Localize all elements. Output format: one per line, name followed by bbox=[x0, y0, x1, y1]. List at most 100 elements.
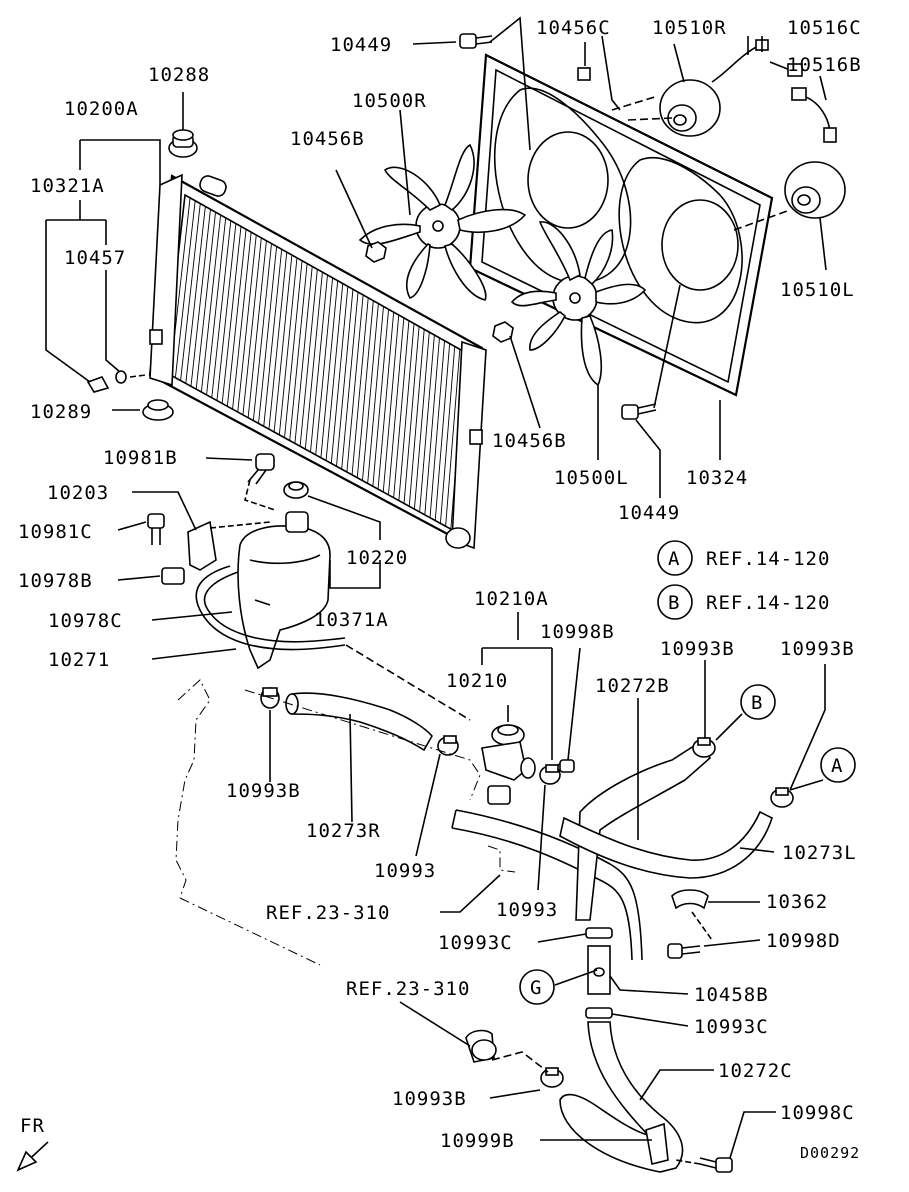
label-10998C: 10998C bbox=[780, 1102, 855, 1124]
shroud-bolt-lower bbox=[621, 403, 657, 420]
label-10362: 10362 bbox=[766, 891, 828, 913]
label-10993B-a: 10993B bbox=[660, 638, 735, 660]
engine-outline bbox=[175, 679, 516, 966]
label-10998B: 10998B bbox=[540, 621, 615, 643]
label-10272B: 10272B bbox=[595, 675, 670, 697]
upper-radiator-hose bbox=[285, 692, 433, 752]
ref-legend-text-a: REF.14-120 bbox=[706, 548, 830, 570]
label-10210: 10210 bbox=[446, 670, 508, 692]
ref-legend-mark-b: B bbox=[668, 592, 680, 614]
hose-bracket-bolt bbox=[699, 1157, 733, 1173]
hose-clip-10362 bbox=[671, 889, 709, 910]
label-10993B-b: 10993B bbox=[780, 638, 855, 660]
label-ref-23-310-b: REF.23-310 bbox=[346, 978, 470, 1000]
label-10220: 10220 bbox=[346, 547, 408, 569]
label-10273R: 10273R bbox=[306, 820, 381, 842]
label-10999B: 10999B bbox=[440, 1130, 515, 1152]
label-10993C-a: 10993C bbox=[438, 932, 513, 954]
label-10272C: 10272C bbox=[718, 1060, 793, 1082]
hose-clamp-a2 bbox=[539, 764, 561, 785]
shroud-clip bbox=[577, 67, 591, 81]
label-10449-top: 10449 bbox=[330, 34, 392, 56]
tank-bracket bbox=[187, 520, 217, 571]
hose-clamp-c1 bbox=[585, 927, 613, 939]
ref-legend-text-b: REF.14-120 bbox=[706, 592, 830, 614]
label-10200A: 10200A bbox=[64, 98, 139, 120]
drain-plug bbox=[86, 370, 127, 393]
hose-clamp-b3 bbox=[770, 787, 794, 808]
hose-bracket bbox=[645, 1122, 669, 1165]
fan-blade-right bbox=[358, 143, 527, 301]
label-10981C: 10981C bbox=[18, 521, 93, 543]
label-10273L: 10273L bbox=[782, 842, 857, 864]
hose-clip bbox=[161, 567, 185, 585]
label-10288: 10288 bbox=[148, 64, 210, 86]
hose-clamp-a1 bbox=[437, 735, 459, 756]
label-10993B-c: 10993B bbox=[226, 780, 301, 802]
label-10456C: 10456C bbox=[536, 17, 611, 39]
fan-blade-left bbox=[510, 221, 647, 387]
reference-legend: A REF.14-120 B REF.14-120 bbox=[657, 540, 830, 620]
label-10510R: 10510R bbox=[652, 17, 727, 39]
water-outlet bbox=[481, 724, 536, 805]
label-10289: 10289 bbox=[30, 401, 92, 423]
lower-hose-b bbox=[575, 740, 712, 921]
callout-a: A bbox=[831, 755, 843, 777]
label-10993-a: 10993 bbox=[374, 860, 436, 882]
callout-b: B bbox=[751, 692, 763, 714]
label-10500R: 10500R bbox=[352, 90, 427, 112]
engine-water-pipe bbox=[465, 1029, 497, 1063]
reserve-tank bbox=[237, 511, 331, 670]
tank-bolt-upper bbox=[247, 453, 275, 485]
fan-motor-left bbox=[784, 161, 846, 219]
callout-circles: B A G bbox=[519, 684, 856, 1005]
label-10371A: 10371A bbox=[314, 609, 389, 631]
label-ref-23-310-a: REF.23-310 bbox=[266, 902, 390, 924]
hose-clamp-c2 bbox=[585, 1007, 613, 1019]
label-10993C-b: 10993C bbox=[694, 1016, 769, 1038]
label-10993B-d: 10993B bbox=[392, 1088, 467, 1110]
fan-nut-lower bbox=[492, 321, 514, 343]
radiator-mount-cushion-upper bbox=[168, 129, 198, 158]
label-10449-bottom: 10449 bbox=[618, 502, 680, 524]
label-10324: 10324 bbox=[686, 467, 748, 489]
label-10456B-top: 10456B bbox=[290, 128, 365, 150]
label-10516C: 10516C bbox=[787, 17, 862, 39]
bracket-bolt bbox=[667, 943, 701, 959]
callout-g: G bbox=[530, 977, 542, 999]
front-label: FR bbox=[20, 1115, 45, 1137]
label-10457: 10457 bbox=[64, 247, 126, 269]
fan-motor-right bbox=[659, 79, 721, 137]
reserve-tank-cap bbox=[283, 481, 309, 499]
overflow-hose bbox=[195, 565, 346, 651]
label-10993-b: 10993 bbox=[496, 899, 558, 921]
part-labels: 10449 10456C 10510R 10516C 10516B 10288 … bbox=[18, 17, 862, 1152]
label-10210A: 10210A bbox=[474, 588, 549, 610]
label-10458B: 10458B bbox=[694, 984, 769, 1006]
diagram-code: D00292 bbox=[800, 1144, 860, 1162]
hose-clamp-b4 bbox=[540, 1067, 564, 1088]
label-10978B: 10978B bbox=[18, 570, 93, 592]
front-direction-indicator: FR bbox=[16, 1115, 49, 1172]
lower-radiator-hose bbox=[559, 810, 773, 879]
radiator-mount-cushion-lower bbox=[142, 399, 174, 421]
label-10998D: 10998D bbox=[766, 930, 841, 952]
label-10500L: 10500L bbox=[554, 467, 629, 489]
label-10510L: 10510L bbox=[780, 279, 855, 301]
hose-clamp-b2 bbox=[692, 737, 716, 758]
radiator-assembly bbox=[148, 173, 487, 550]
leader-lines bbox=[45, 16, 827, 1165]
label-10321A: 10321A bbox=[30, 175, 105, 197]
fan-shroud bbox=[468, 53, 774, 397]
label-10271: 10271 bbox=[48, 649, 110, 671]
radiator-core bbox=[169, 197, 466, 530]
label-10456B-bottom: 10456B bbox=[492, 430, 567, 452]
label-10978C: 10978C bbox=[48, 610, 123, 632]
shroud-bolt-upper bbox=[459, 33, 493, 49]
label-10516B: 10516B bbox=[787, 54, 862, 76]
fan-nut-upper bbox=[365, 241, 387, 263]
ref-legend-mark-a: A bbox=[668, 548, 680, 570]
label-10203: 10203 bbox=[47, 482, 109, 504]
